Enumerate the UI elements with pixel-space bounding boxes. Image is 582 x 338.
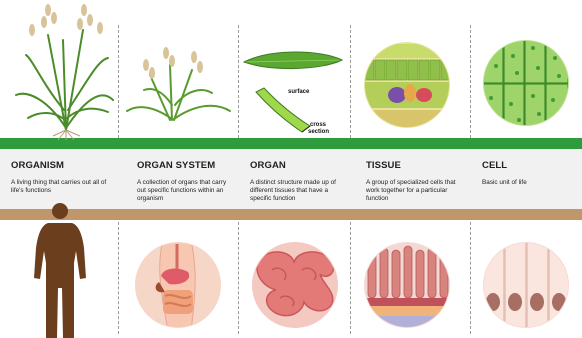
level-description: Basic unit of life xyxy=(482,179,572,187)
level-cell: CELL Basic unit of life xyxy=(482,160,572,187)
level-organ: ORGAN A distinct structure made up of di… xyxy=(250,160,348,203)
leaf-tissue-icon xyxy=(362,40,452,130)
column-divider xyxy=(238,222,239,334)
column-divider xyxy=(118,25,119,138)
level-description: A distinct structure made up of differen… xyxy=(250,179,348,203)
level-description: A collection of organs that carry out sp… xyxy=(137,179,235,203)
human-silhouette-icon xyxy=(30,203,90,338)
intestinal-villi-icon xyxy=(362,240,452,330)
column-divider xyxy=(470,222,471,334)
digestive-system-icon xyxy=(133,240,223,330)
column-divider xyxy=(118,222,119,334)
leaf-surface-label: surface xyxy=(288,89,310,95)
level-title: TISSUE xyxy=(366,160,462,171)
level-title: CELL xyxy=(482,160,572,171)
column-divider xyxy=(238,25,239,138)
level-description: A living thing that carries out all of l… xyxy=(11,179,111,195)
animal-cell-icon xyxy=(481,240,571,330)
level-title: ORGAN SYSTEM xyxy=(137,160,235,171)
level-title: ORGAN xyxy=(250,160,348,171)
column-divider xyxy=(350,222,351,334)
level-organ-system: ORGAN SYSTEM A collection of organs that… xyxy=(137,160,235,203)
level-title: ORGANISM xyxy=(11,160,111,171)
rice-plant-icon xyxy=(8,0,118,140)
column-divider xyxy=(470,25,471,138)
intestine-icon xyxy=(250,240,340,330)
level-description: A group of specialized cells that work t… xyxy=(366,179,462,203)
plant-cell-icon xyxy=(481,38,571,128)
plant-shoot-system-icon xyxy=(122,45,232,135)
level-tissue: TISSUE A group of specialized cells that… xyxy=(366,160,462,203)
level-organism: ORGANISM A living thing that carries out… xyxy=(11,160,111,195)
